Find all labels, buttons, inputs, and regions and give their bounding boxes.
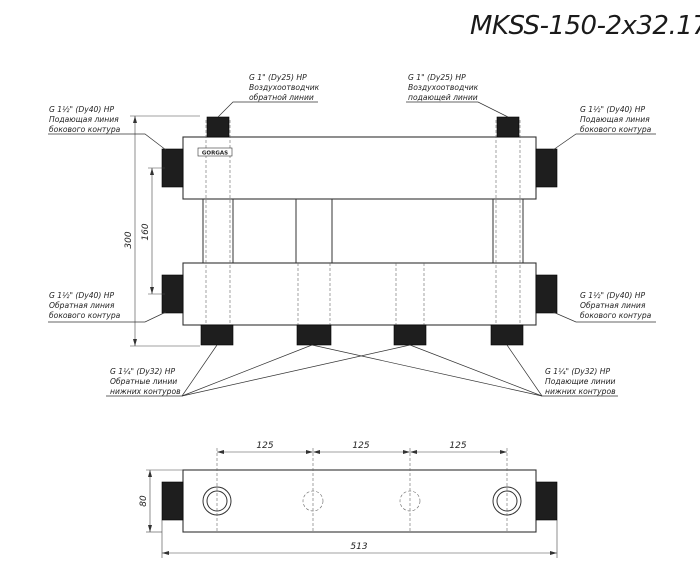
top-view-body (182, 469, 537, 533)
label-side-return-right: G 1½" (Dy40) HP Обратная линия бокового … (580, 291, 652, 320)
air-vent-return-thread (206, 116, 230, 138)
dim-spacing-2: 125 (352, 441, 369, 451)
side-return-left-thread (161, 274, 184, 314)
label-side-return-left: G 1½" (Dy40) HP Обратная линия бокового … (49, 291, 121, 320)
svg-text:Воздухоотводчик: Воздухоотводчик (408, 83, 479, 92)
svg-text:G 1" (Dy25) HP: G 1" (Dy25) HP (408, 73, 466, 82)
front-view: GORGAS 300 160 (48, 101, 656, 397)
svg-text:обратной линии: обратной линии (249, 93, 314, 102)
label-lower-supply: G 1¼" (Dy32) HP Подающие линии нижних ко… (545, 367, 616, 396)
air-vent-supply-thread (496, 116, 520, 138)
svg-text:G 1½" (Dy40) HP: G 1½" (Dy40) HP (49, 291, 114, 300)
dim-length: 513 (350, 542, 367, 552)
dim-depth: 80 (139, 495, 149, 507)
svg-text:G 1½" (Dy40) HP: G 1½" (Dy40) HP (580, 291, 645, 300)
dim-spacing-1: 125 (256, 441, 273, 451)
svg-text:G 1½" (Dy40) HP: G 1½" (Dy40) HP (580, 105, 645, 114)
label-lower-return: G 1¼" (Dy32) HP Обратные линии нижних ко… (110, 367, 181, 396)
bottom-thread-1 (200, 324, 234, 346)
side-supply-left-thread (161, 148, 184, 188)
svg-text:Подающая линия: Подающая линия (49, 115, 119, 124)
svg-text:Подающая линия: Подающая линия (580, 115, 650, 124)
svg-text:бокового контура: бокового контура (49, 125, 121, 134)
logo-plate (197, 147, 233, 157)
svg-text:G 1¼" (Dy32) HP: G 1¼" (Dy32) HP (545, 367, 610, 376)
svg-text:нижних контуров: нижних контуров (110, 387, 181, 396)
svg-text:подающей линии: подающей линии (408, 93, 478, 102)
side-return-right-thread (535, 274, 558, 314)
svg-text:G 1¼" (Dy32) HP: G 1¼" (Dy32) HP (110, 367, 175, 376)
logo-text: GORGAS (202, 151, 228, 157)
svg-text:бокового контура: бокового контура (49, 311, 121, 320)
label-side-supply-left: G 1½" (Dy40) HP Подающая линия бокового … (49, 105, 121, 134)
bottom-thread-4 (490, 324, 524, 346)
upper-header (182, 136, 537, 200)
bottom-thread-2 (296, 324, 332, 346)
bottom-thread-3 (393, 324, 427, 346)
svg-text:бокового контура: бокового контура (580, 125, 652, 134)
top-view: 125 125 125 80 513 (139, 441, 558, 558)
lower-header (182, 262, 537, 326)
svg-text:Подающие линии: Подающие линии (545, 377, 616, 386)
pipe-right (492, 197, 524, 265)
side-supply-right-thread (535, 148, 558, 188)
label-air-vent-supply: G 1" (Dy25) HP Воздухоотводчик подающей … (408, 73, 479, 102)
drawing-title: MKSS-150-2x32.17.01 (470, 11, 700, 41)
svg-text:G 1" (Dy25) HP: G 1" (Dy25) HP (249, 73, 307, 82)
pipe-left (202, 197, 234, 265)
svg-text:нижних контуров: нижних контуров (545, 387, 616, 396)
label-side-supply-right: G 1½" (Dy40) HP Подающая линия бокового … (580, 105, 652, 134)
pipe-middle (295, 197, 333, 265)
top-view-left-thread (161, 481, 184, 521)
dim-height-total: 300 (124, 231, 134, 248)
dim-spacing-3: 125 (449, 441, 466, 451)
top-view-right-thread (535, 481, 558, 521)
svg-text:Воздухоотводчик: Воздухоотводчик (249, 83, 320, 92)
svg-text:Обратная линия: Обратная линия (49, 301, 115, 310)
label-air-vent-return: G 1" (Dy25) HP Воздухоотводчик обратной … (249, 73, 320, 102)
svg-text:Обратная линия: Обратная линия (580, 301, 646, 310)
svg-text:Обратные линии: Обратные линии (110, 377, 177, 386)
dim-height-inner: 160 (141, 223, 151, 240)
svg-text:G 1½" (Dy40) HP: G 1½" (Dy40) HP (49, 105, 114, 114)
svg-text:бокового контура: бокового контура (580, 311, 652, 320)
